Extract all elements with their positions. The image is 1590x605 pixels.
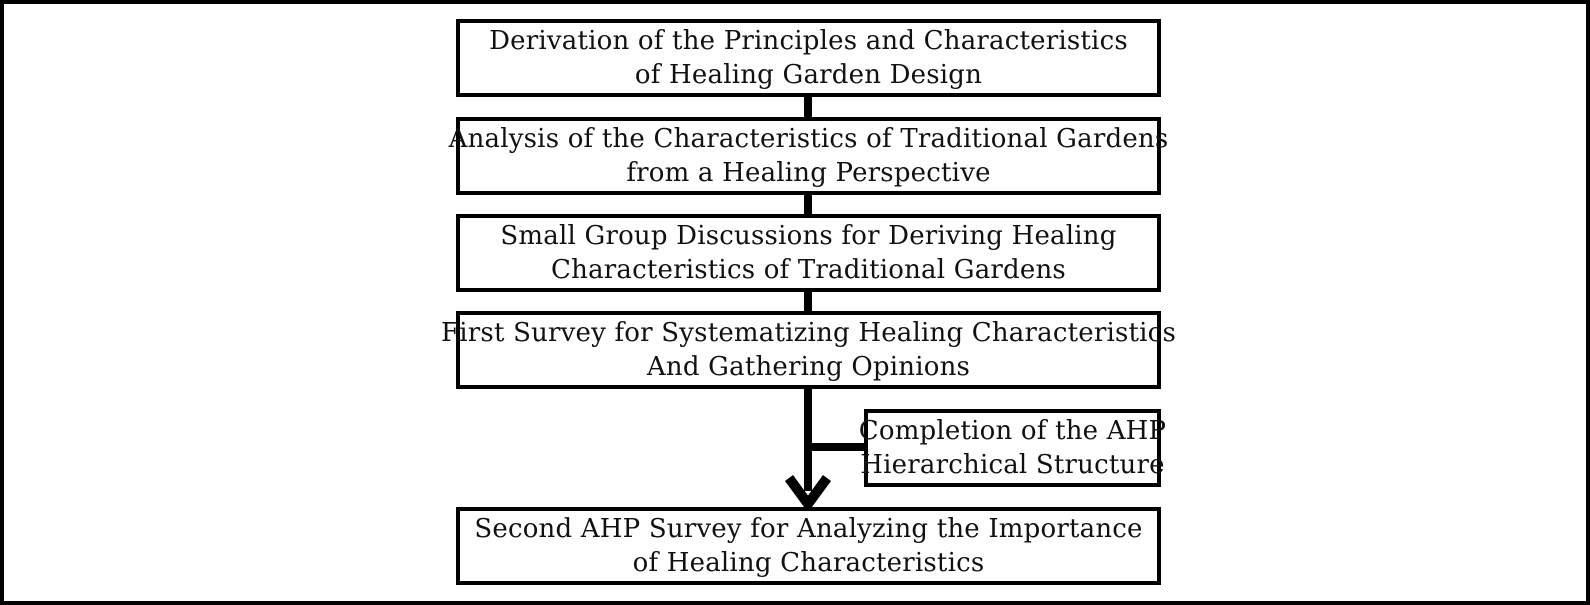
flow-step-text: of Healing Characteristics: [632, 548, 985, 578]
flow-step-first-survey: First Survey for Systematizing Healing C…: [441, 311, 1176, 389]
flow-step-small-group-discussions: Small Group Discussions for Deriving Hea…: [456, 214, 1161, 292]
flow-step-text: And Gathering Opinions: [646, 352, 971, 382]
flow-step-text: from a Healing Perspective: [626, 158, 991, 188]
connector-line-3: [804, 289, 812, 313]
flow-step-text: of Healing Garden Design: [634, 60, 983, 90]
flow-step-text: Completion of the AHP: [858, 416, 1167, 446]
connector-line-1: [804, 95, 812, 119]
flow-step-text: Analysis of the Characteristics of Tradi…: [448, 124, 1169, 154]
connector-line-4: [804, 385, 812, 491]
flow-step-second-ahp-survey: Second AHP Survey for Analyzing the Impo…: [456, 507, 1161, 585]
arrow-down-icon: [784, 475, 832, 508]
flow-step-text: Small Group Discussions for Deriving Hea…: [500, 221, 1117, 251]
flow-step-derivation-principles: Derivation of the Principles and Charact…: [456, 19, 1161, 97]
flow-step-ahp-structure: Completion of the AHP Hierarchical Struc…: [859, 409, 1166, 487]
connector-branch-line: [808, 443, 866, 451]
connector-line-2: [804, 192, 812, 216]
flow-step-text: First Survey for Systematizing Healing C…: [441, 318, 1176, 348]
flow-step-text: Second AHP Survey for Analyzing the Impo…: [474, 514, 1143, 544]
flow-step-analysis-characteristics: Analysis of the Characteristics of Tradi…: [449, 117, 1168, 195]
flow-step-text: Characteristics of Traditional Gardens: [551, 255, 1066, 285]
flow-step-text: Hierarchical Structure: [860, 450, 1165, 480]
flow-step-text: Derivation of the Principles and Charact…: [489, 26, 1128, 56]
